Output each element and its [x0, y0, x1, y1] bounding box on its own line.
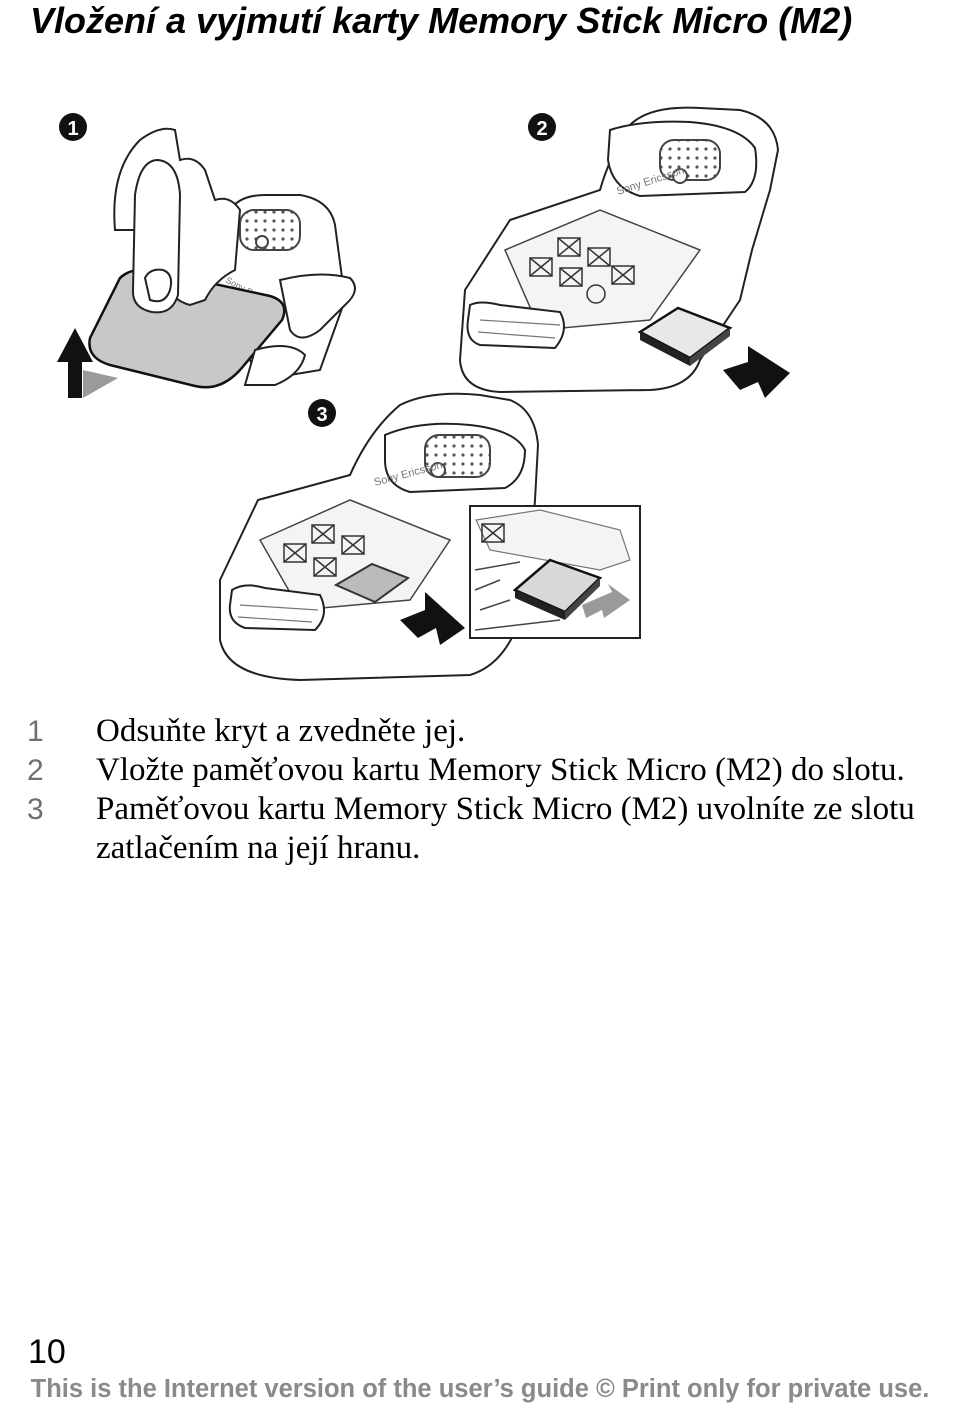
zoom-inset: [469, 505, 641, 639]
list-item: 2 Vložte paměťovou kartu Memory Stick Mi…: [0, 751, 960, 790]
svg-text:2: 2: [536, 118, 547, 140]
step-1-illustration: 1 Sony Ericsson: [57, 113, 356, 398]
step-number: 3: [27, 793, 44, 826]
svg-text:1: 1: [67, 118, 78, 140]
step-text: Vložte paměťovou kartu Memory Stick Micr…: [96, 752, 905, 788]
arrow-icon: [400, 592, 465, 645]
callout-3-icon: 3: [308, 399, 336, 427]
memory-card-icon: [512, 558, 603, 620]
arrow-icon: [57, 328, 118, 398]
callout-1-icon: 1: [59, 113, 87, 141]
callout-2-icon: 2: [528, 113, 556, 141]
phone-icon: Sony Ericsson: [458, 106, 780, 394]
list-item: 1 Odsuňte kryt a zvedněte jej.: [0, 712, 960, 751]
step-number: 2: [27, 754, 44, 787]
step-text: Paměťovou kartu Memory Stick Micro (M2) …: [96, 791, 915, 866]
step-2-illustration: 2 Sony Ericsson: [458, 106, 790, 398]
step-number: 1: [27, 715, 44, 748]
illustration: 1 Sony Ericsson 2: [57, 106, 790, 682]
step-3-illustration: 3 Sony Ericsson: [219, 392, 641, 682]
hand-icon: [113, 127, 356, 386]
page-title: Vložení a vyjmutí karty Memory Stick Mic…: [30, 0, 853, 41]
memory-card-icon: [637, 306, 733, 366]
step-text: Odsuňte kryt a zvedněte jej.: [96, 713, 466, 749]
memory-card-icon: [333, 562, 411, 604]
list-item: 3 Paměťovou kartu Memory Stick Micro (M2…: [0, 790, 960, 868]
arrow-icon: [582, 584, 630, 618]
svg-text:3: 3: [316, 404, 327, 426]
page-number: 10: [28, 1333, 66, 1371]
arrow-icon: [723, 346, 790, 398]
instruction-list: 1 Odsuňte kryt a zvedněte jej. 2 Vložte …: [0, 712, 960, 868]
footer-notice: This is the Internet version of the user…: [30, 1375, 930, 1403]
